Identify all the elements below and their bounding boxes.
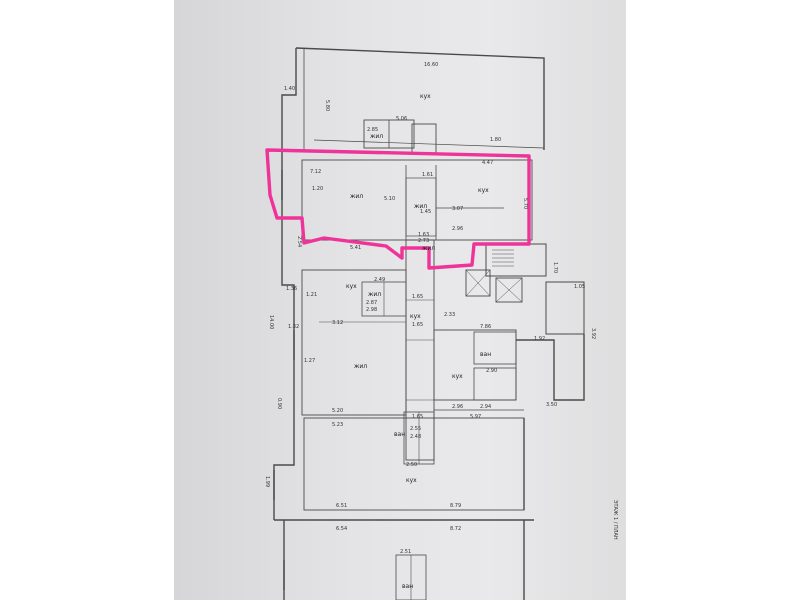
dim-label: 1.45 — [420, 209, 431, 215]
dim-label: 2.48 — [410, 434, 421, 440]
dim-label: 5.41 — [350, 245, 361, 251]
room-label: жил — [414, 203, 427, 210]
dim-label: 1.80 — [490, 137, 501, 143]
dim-label: 5.20 — [332, 408, 343, 414]
dim-label: 8.79 — [450, 503, 461, 509]
dim-label: 1.32 — [288, 324, 299, 330]
dim-label: 1.05 — [574, 284, 585, 290]
dim-label: 2.87 — [366, 300, 377, 306]
dim-label: 2.85 — [367, 127, 378, 133]
room-label: ван — [394, 431, 405, 438]
room-label: жил — [350, 193, 363, 200]
dim-label: 2.51 — [400, 549, 411, 555]
dim-label: 8.72 — [450, 526, 461, 532]
dim-label: 2.96 — [452, 404, 463, 410]
dim-label: 2.33 — [444, 312, 455, 318]
room-label: жил — [368, 291, 381, 298]
dim-label: 2.90 — [486, 368, 497, 374]
room-label: кух — [406, 477, 417, 484]
room-label: ван — [480, 351, 491, 358]
wall-lines — [273, 47, 585, 600]
dim-label: 1.20 — [312, 186, 323, 192]
dim-label: 5.06 — [396, 116, 407, 122]
highlight-outline — [265, 148, 531, 270]
dim-label: 4.47 — [482, 160, 493, 166]
dim-label: 1.70 — [552, 262, 558, 273]
dim-label: 5.23 — [332, 422, 343, 428]
dim-label: 1.65 — [412, 322, 423, 328]
dim-label: 1.61 — [422, 172, 433, 178]
dim-label: 16.60 — [424, 62, 438, 68]
dim-label: 7.86 — [480, 324, 491, 330]
dim-label: 1.27 — [304, 358, 315, 364]
room-label: кух — [346, 283, 357, 290]
room-label: кух — [478, 187, 489, 194]
paper-sheet: 16.60 5.80 7.12 5.06 2.85 1.61 1.80 4.47… — [174, 0, 626, 600]
dim-label: 1.40 — [284, 86, 295, 92]
dim-label: 1.65 — [412, 414, 423, 420]
dim-label: 5.97 — [470, 414, 481, 420]
room-label: кух — [410, 313, 421, 320]
dim-label: 14.00 — [268, 315, 274, 329]
dim-label: 2.94 — [480, 404, 491, 410]
room-label: кух — [452, 373, 463, 380]
room-label: ван — [402, 583, 413, 590]
dim-label: 1.21 — [306, 292, 317, 298]
sheet-side-text: ЭТАЖ 1 / ПЛАН — [612, 500, 618, 540]
dim-label: 3.07 — [452, 206, 463, 212]
dim-label: 2.98 — [366, 307, 377, 313]
dim-label: 2.54 — [296, 236, 302, 247]
dim-label: 3.12 — [332, 320, 343, 326]
dim-label: 1.65 — [412, 294, 423, 300]
dim-label: 2.73 — [418, 238, 429, 244]
dim-label: 2.55 — [410, 426, 421, 432]
dim-label: 3.50 — [546, 402, 557, 408]
dim-label: 7.12 — [310, 169, 321, 175]
floor-plan-drawing: 16.60 5.80 7.12 5.06 2.85 1.61 1.80 4.47… — [264, 47, 618, 600]
dim-label: 2.96 — [452, 226, 463, 232]
dim-label: 1.36 — [286, 286, 297, 292]
room-label: жил — [422, 245, 435, 252]
dim-label: 1.99 — [264, 476, 270, 487]
room-label: жил — [370, 133, 383, 140]
dim-label: 5.10 — [384, 196, 395, 202]
dim-label: 2.49 — [374, 277, 385, 283]
dim-label: 2.50 — [406, 462, 417, 468]
dim-label: 5.80 — [324, 100, 330, 111]
dim-label: 6.54 — [336, 526, 347, 532]
dim-label: 1.63 — [418, 232, 429, 238]
room-label: жил — [354, 363, 367, 370]
room-label: кух — [420, 93, 431, 100]
dim-label: 1.92 — [534, 336, 545, 342]
dim-label: 3.92 — [590, 328, 596, 339]
dim-label: 6.51 — [336, 503, 347, 509]
dim-label: 5.70 — [522, 198, 528, 209]
dim-label: 0.90 — [276, 398, 282, 409]
